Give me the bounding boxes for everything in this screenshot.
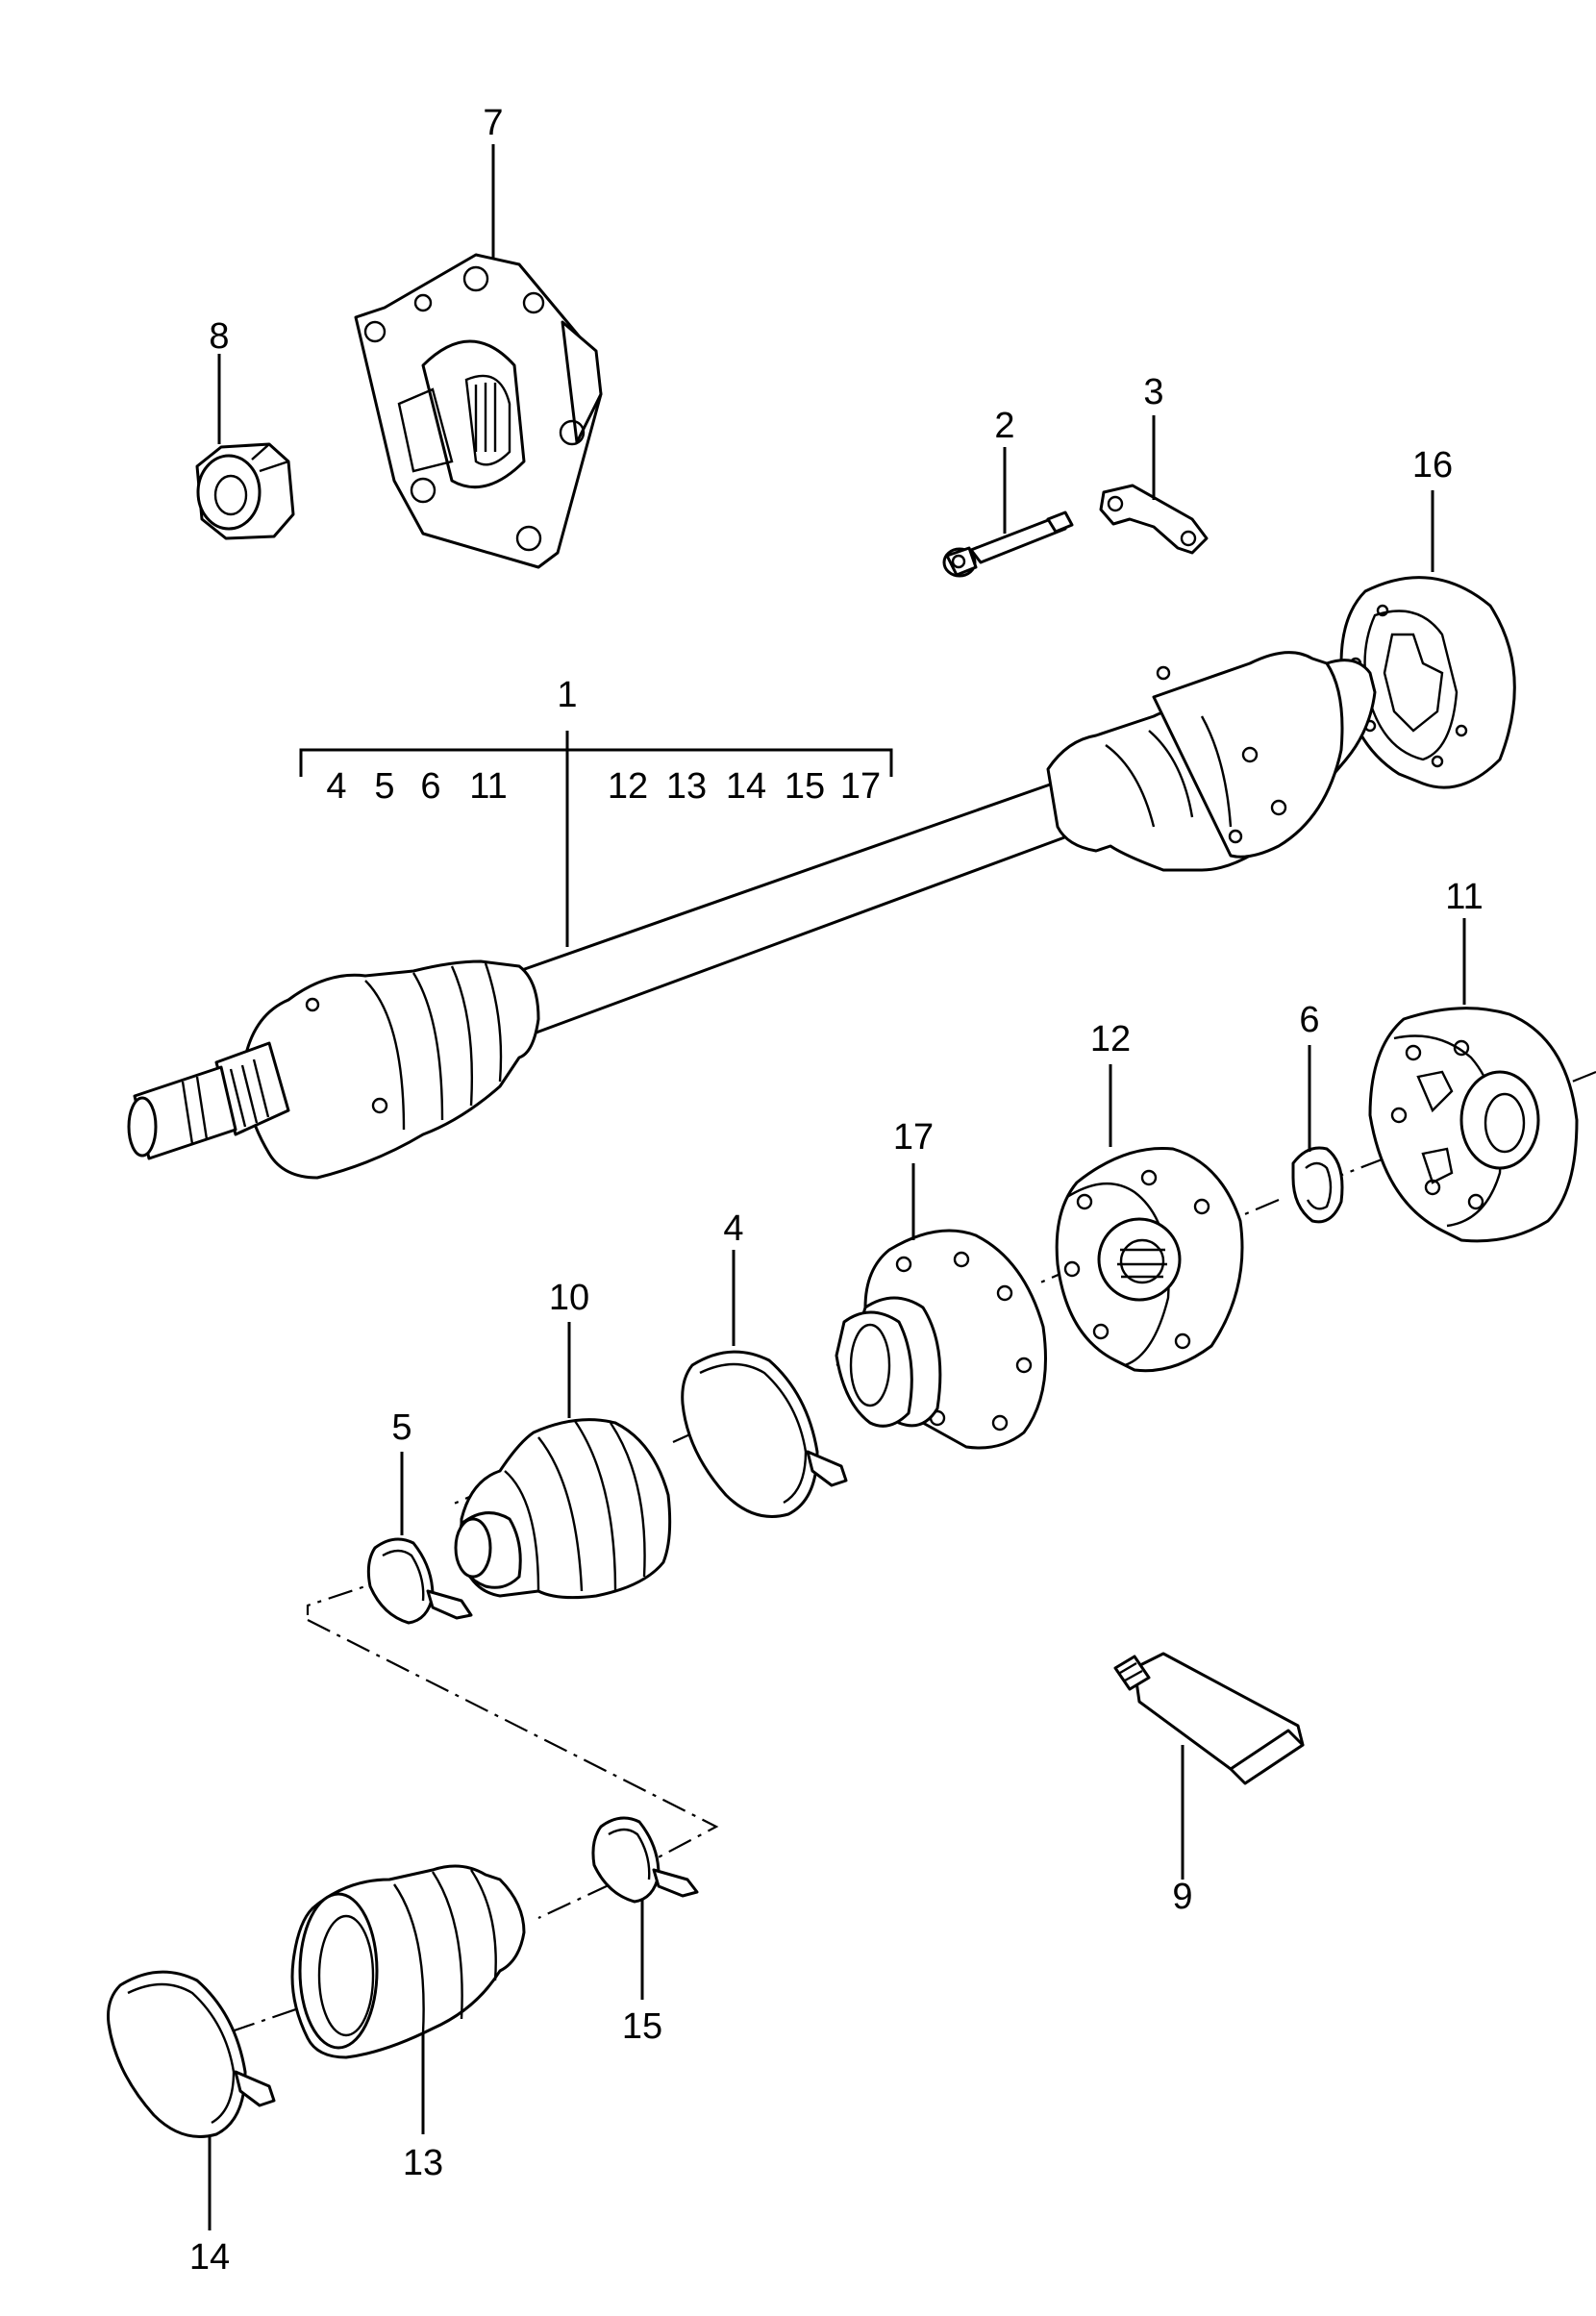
part-8-nut[interactable] [195, 442, 295, 540]
callout-6: 6 [1299, 1000, 1319, 1040]
part-4-clamp[interactable] [681, 1350, 848, 1518]
assembly-item: 14 [726, 766, 766, 807]
assembly-item: 5 [374, 766, 394, 807]
callout-17: 17 [893, 1117, 934, 1158]
part-14-large-clamp[interactable] [107, 1970, 276, 2138]
assembly-bracket: 4 5 6 11 12 13 14 15 17 [299, 731, 893, 807]
part-15-small-clamp[interactable] [591, 1816, 699, 1904]
callout-1: 1 [557, 675, 577, 715]
callout-5: 5 [391, 1407, 411, 1448]
part-1-drive-shaft[interactable] [127, 651, 1377, 1180]
part-2-bolt[interactable] [942, 511, 1074, 578]
part-6-circlip[interactable] [1291, 1146, 1344, 1224]
callout-9: 9 [1172, 1877, 1192, 1917]
part-3-lock-plate[interactable] [1099, 484, 1209, 555]
part-7-flange[interactable] [354, 253, 603, 569]
callout-15: 15 [622, 2006, 662, 2047]
assembly-item: 11 [469, 766, 507, 807]
callout-11: 11 [1445, 877, 1483, 917]
callout-10: 10 [549, 1278, 589, 1318]
part-10-cv-boot[interactable] [454, 1418, 672, 1600]
assembly-item: 6 [420, 766, 440, 807]
callout-12: 12 [1090, 1019, 1131, 1059]
assembly-item: 4 [326, 766, 346, 807]
callout-8: 8 [209, 316, 229, 357]
callout-2: 2 [994, 406, 1014, 446]
part-13-cv-boot[interactable] [290, 1864, 526, 2059]
callout-16: 16 [1412, 445, 1453, 486]
callout-3: 3 [1143, 372, 1163, 412]
part-5-small-clamp[interactable] [366, 1537, 473, 1625]
assembly-item: 15 [785, 766, 825, 807]
assembly-item: 17 [840, 766, 881, 807]
part-12-inner-joint[interactable] [1055, 1146, 1244, 1373]
part-17-boot-cap[interactable] [835, 1229, 1047, 1450]
callout-7: 7 [483, 103, 503, 143]
assembly-item: 12 [608, 766, 648, 807]
part-9-grease-tube[interactable] [1113, 1652, 1305, 1785]
callout-13: 13 [403, 2143, 443, 2183]
part-11-joint-housing[interactable] [1368, 1007, 1579, 1243]
callout-4: 4 [723, 1208, 743, 1249]
assembly-item: 13 [666, 766, 707, 807]
callout-14: 14 [189, 2237, 230, 2278]
